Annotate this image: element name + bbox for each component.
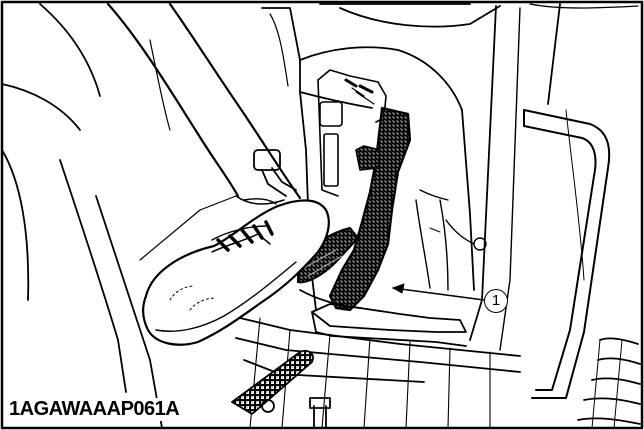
hose-bundle [578, 338, 640, 428]
lever-knob [254, 150, 296, 196]
lower-fittings [232, 351, 330, 428]
pedal-base [300, 290, 466, 346]
pedal-fasteners [416, 190, 486, 290]
figure-code: 1AGAWAAAP061A [6, 398, 182, 421]
callout-1-label: 1 [484, 289, 508, 313]
callout-leader [393, 288, 484, 300]
side-bracket [524, 110, 609, 398]
